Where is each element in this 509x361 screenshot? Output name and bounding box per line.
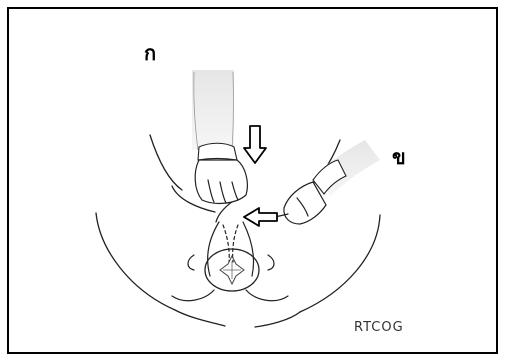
arm-a xyxy=(192,70,237,160)
fist-hand xyxy=(195,160,247,203)
credit-text: RTCOG xyxy=(354,320,404,335)
label-b: ข xyxy=(392,147,406,167)
label-a: ก xyxy=(144,43,156,63)
anal-region xyxy=(205,249,259,291)
perineum-outline xyxy=(172,222,288,301)
left-arrow-icon xyxy=(244,208,277,226)
down-arrow-icon xyxy=(244,126,266,163)
arm-b xyxy=(313,140,380,196)
